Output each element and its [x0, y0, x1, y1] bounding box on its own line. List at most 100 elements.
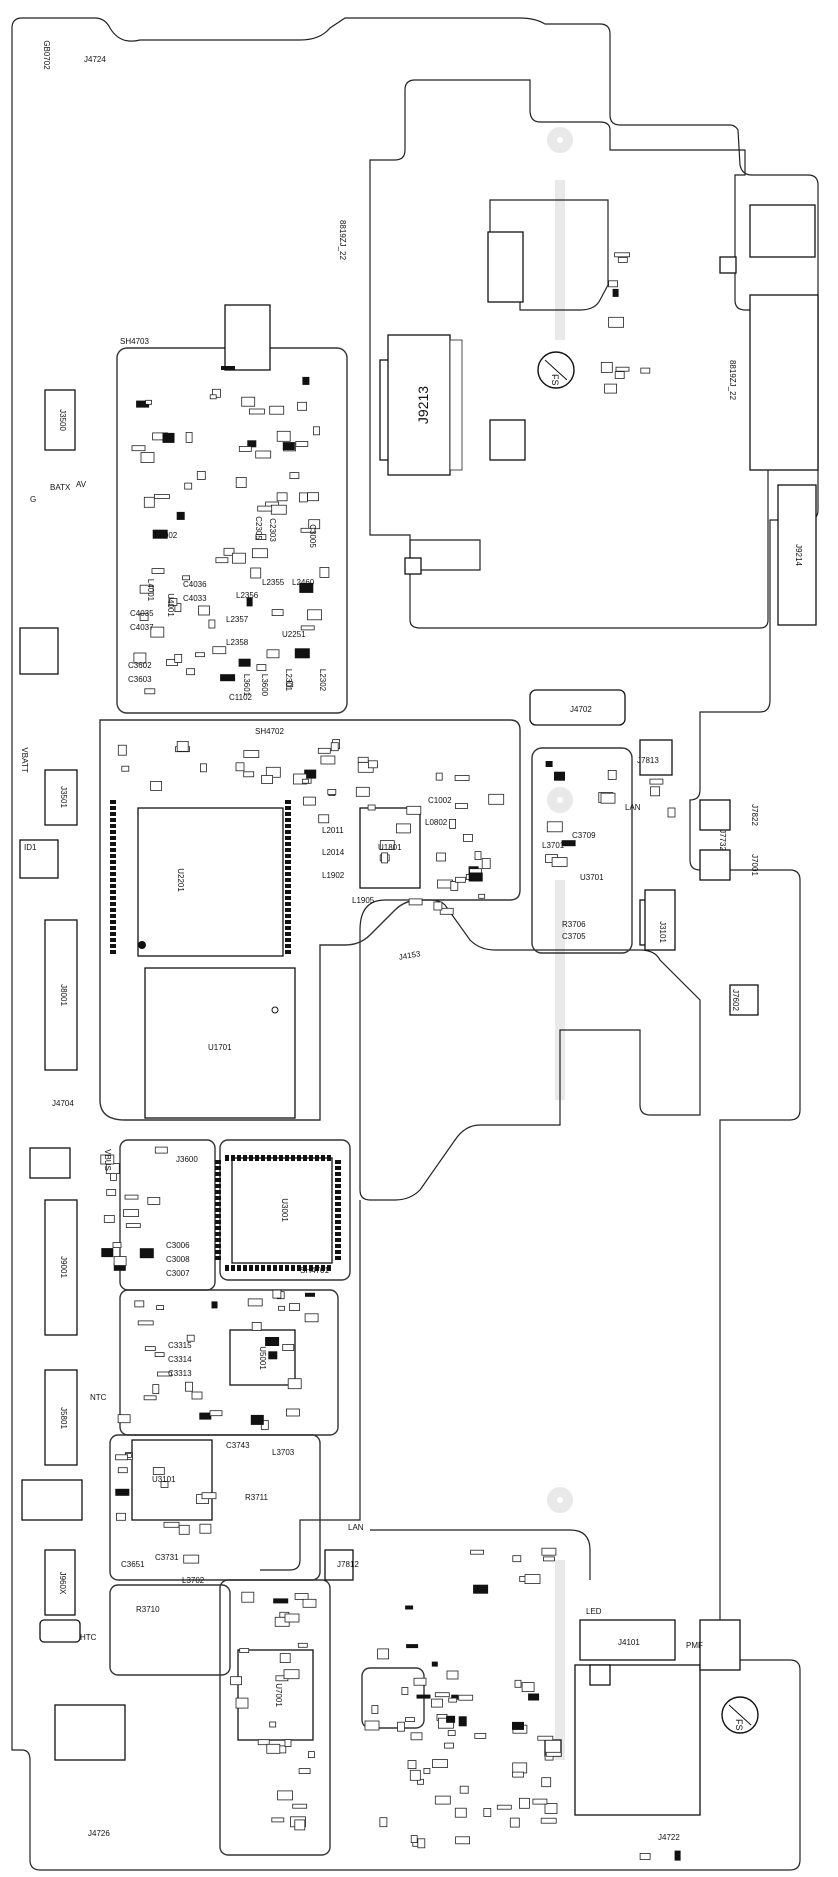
- chip-pin: [110, 812, 116, 816]
- smd-pad: [144, 688, 156, 695]
- label-j4101: J4101: [618, 1638, 640, 1647]
- label-j4722: J4722: [658, 1833, 680, 1842]
- label-av: AV: [76, 480, 87, 489]
- label-led: LED: [586, 1607, 602, 1616]
- smd-pad: [540, 1817, 557, 1824]
- chip-pin: [215, 1160, 221, 1164]
- smd-pad: [437, 1717, 454, 1729]
- label-l2301: L2301: [284, 669, 293, 692]
- smd-pad: [320, 755, 336, 765]
- label-u2201: U2201: [176, 868, 185, 892]
- chip-pin: [215, 1244, 221, 1248]
- smd-pad: [401, 1687, 409, 1695]
- chip-pin: [279, 1265, 283, 1271]
- chip-pin: [285, 1155, 289, 1161]
- smd-pad: [674, 1850, 681, 1861]
- label-j7813: J7813: [637, 756, 659, 765]
- chip-pin: [285, 842, 291, 846]
- smd-pad: [215, 557, 229, 564]
- chip-pin: [335, 1244, 341, 1248]
- smd-pad: [455, 1836, 471, 1845]
- label-c3005: C3005: [308, 524, 317, 548]
- smd-pad: [282, 442, 295, 451]
- smd-pad: [470, 1549, 485, 1555]
- label-j9213: J9213: [415, 386, 431, 424]
- chip-pin: [273, 1155, 277, 1161]
- smd-pad: [154, 1146, 168, 1154]
- smd-pad: [454, 1807, 467, 1818]
- smd-pad: [355, 786, 370, 797]
- chip-pin: [110, 872, 116, 876]
- smd-pad: [212, 646, 227, 655]
- chip-pin: [215, 1190, 221, 1194]
- smd-pad: [257, 1739, 270, 1746]
- smd-pad: [221, 366, 235, 370]
- chip-pin: [215, 1178, 221, 1182]
- smd-pad: [521, 1682, 535, 1692]
- smd-pad: [283, 1669, 300, 1680]
- smd-pad: [406, 805, 422, 815]
- chip-pin: [335, 1166, 341, 1170]
- label-batx: BATX: [50, 483, 71, 492]
- smd-pad: [302, 376, 310, 385]
- smd-pad: [103, 1215, 115, 1223]
- smd-pad: [397, 1721, 405, 1732]
- label-c2305: C2305: [254, 516, 263, 540]
- label-r3706: R3706: [562, 920, 586, 929]
- label-j9001: J9001: [59, 1256, 68, 1278]
- smd-pad: [496, 1804, 512, 1810]
- chip-pin: [215, 1256, 221, 1260]
- smd-pad: [357, 756, 369, 763]
- chip-pin: [285, 950, 291, 954]
- smd-pad: [307, 609, 322, 621]
- chip-pin: [237, 1155, 241, 1161]
- smd-pad: [454, 775, 470, 781]
- label-l3601: L3601: [242, 674, 251, 697]
- smd-pad: [186, 668, 196, 676]
- smd-pad: [447, 1730, 456, 1736]
- chip-pin: [285, 926, 291, 930]
- chip-pin: [215, 1202, 221, 1206]
- chip-pin: [255, 1265, 259, 1271]
- chip-pin: [285, 920, 291, 924]
- smd-pad: [101, 1248, 114, 1258]
- board-outline: [11, 17, 819, 1871]
- chip-pin: [110, 920, 116, 924]
- chip-pin: [335, 1196, 341, 1200]
- smd-pad: [139, 613, 149, 621]
- smd-pad: [377, 1648, 390, 1660]
- labels-rotated: J9213 U2201 U3001 U5001 U7001 J9214 J350…: [20, 40, 803, 1707]
- chip-pin: [335, 1256, 341, 1260]
- chip-pin: [285, 854, 291, 858]
- smd-pad: [243, 771, 255, 778]
- label-l3703: L3703: [272, 1448, 295, 1457]
- label-l1905: L1905: [352, 896, 375, 905]
- smd-pad: [121, 765, 130, 772]
- smd-pad: [144, 1346, 156, 1351]
- smd-pad: [561, 840, 576, 847]
- label-u4001: U4001: [166, 593, 175, 617]
- chip-pin: [285, 932, 291, 936]
- smd-pad: [364, 1720, 380, 1731]
- small-components: [100, 252, 681, 1861]
- label-l1902: L1902: [322, 871, 345, 880]
- chip-pin: [285, 812, 291, 816]
- smd-pad: [174, 603, 182, 612]
- smd-pad: [241, 1591, 255, 1603]
- smd-pad: [431, 1698, 443, 1708]
- chip-pin: [110, 818, 116, 822]
- smd-pad: [284, 1613, 300, 1623]
- smd-pad: [257, 505, 273, 512]
- chip-pin: [225, 1265, 229, 1271]
- smd-pad: [524, 1574, 541, 1584]
- smd-pad: [248, 408, 265, 415]
- smd-pad: [284, 1739, 292, 1747]
- smd-pad: [211, 1301, 218, 1309]
- smd-pad: [256, 664, 267, 671]
- chip-pin: [110, 848, 116, 852]
- smd-pad: [488, 793, 505, 805]
- smd-pad: [667, 807, 676, 818]
- chip-pin: [215, 1232, 221, 1236]
- chip-pin: [285, 944, 291, 948]
- smd-pad: [182, 575, 191, 581]
